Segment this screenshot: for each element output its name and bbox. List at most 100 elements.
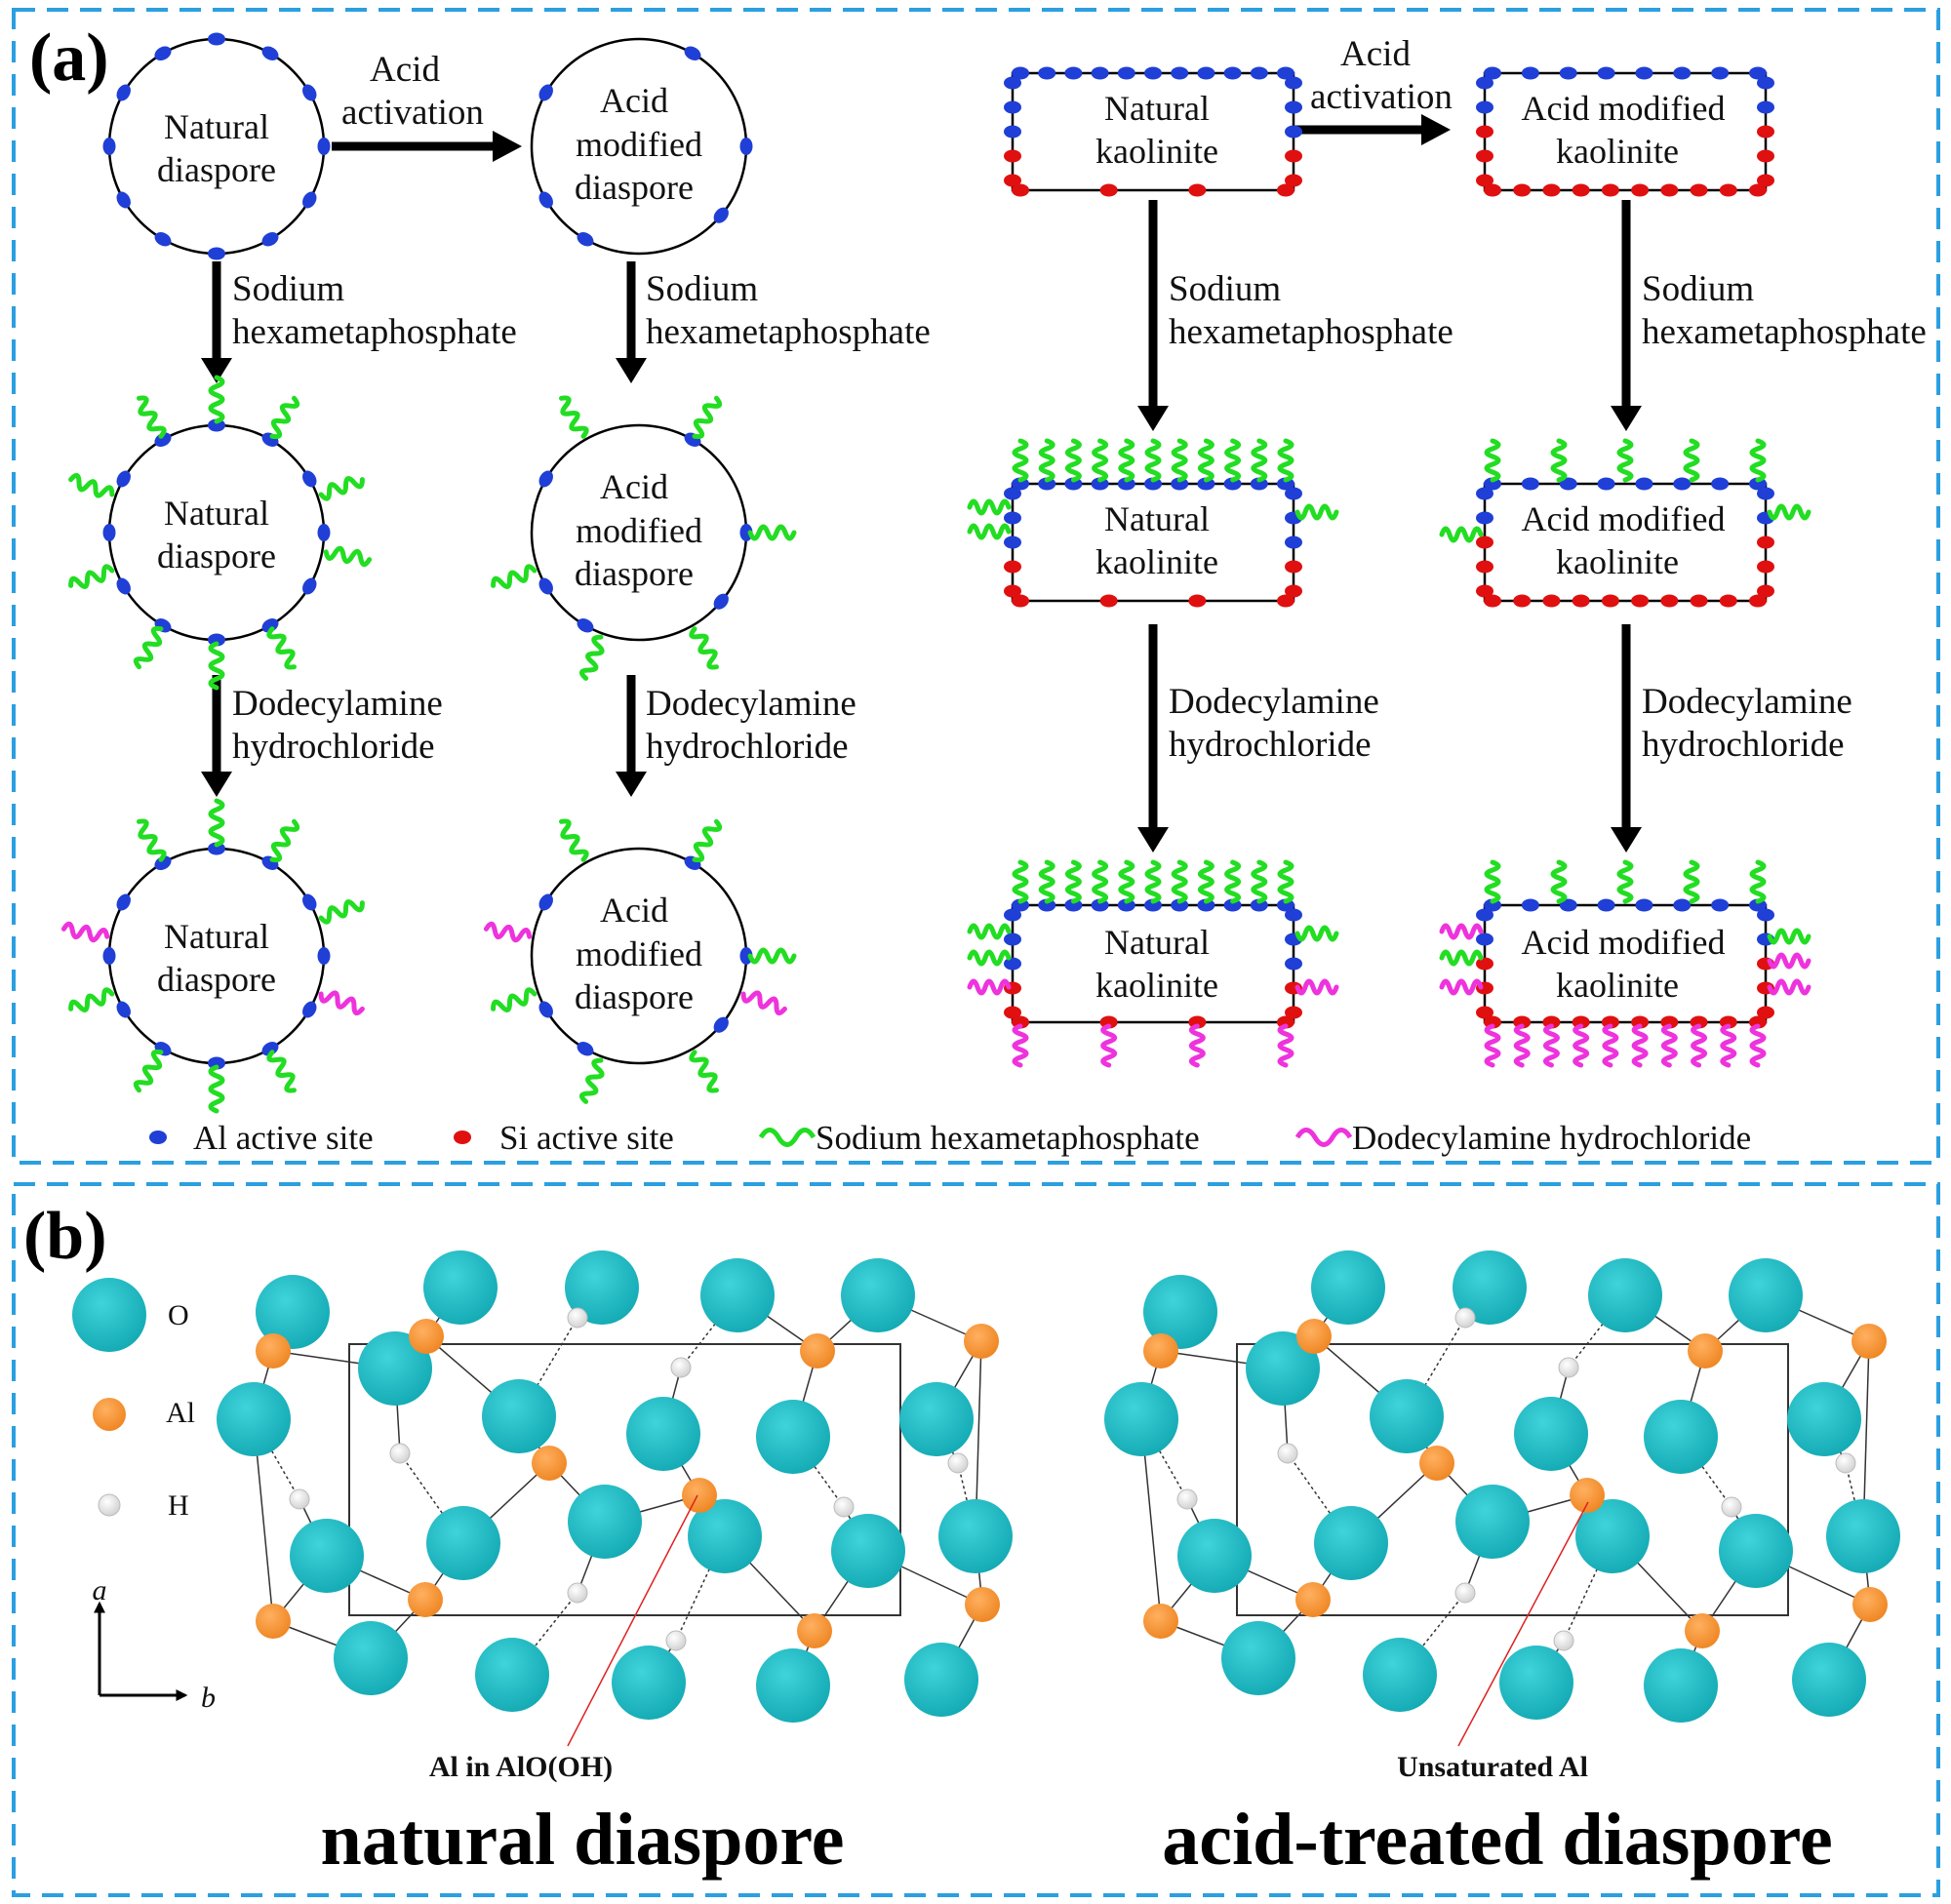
al-active-site [1285,487,1302,500]
al-active-site [1559,898,1577,912]
shmp-chain [68,472,115,498]
acid-activation-label-4: activation [1310,77,1453,117]
dodecylamine-chain [1439,923,1484,940]
dodecylamine-chain [1277,1023,1294,1068]
aluminum-atom [408,1582,443,1617]
acid-activation-arrow-kaolinite-head [1421,114,1451,145]
natural-diaspore-3 [60,798,365,1114]
oxygen-atom [1644,1648,1718,1723]
si-active-site [1004,560,1021,574]
dodecyl-label-4a: Dodecylamine [1642,682,1852,722]
shmp-chain [1616,859,1634,904]
svg-text:Natural: Natural [1104,923,1210,962]
title-acid-treated-diaspore: acid-treated diaspore [1162,1799,1832,1881]
oxygen-atom [1787,1382,1861,1456]
shmp-chain [967,498,1012,516]
svg-text:diaspore: diaspore [157,536,276,575]
al-active-site [116,84,131,101]
annot-right: Unsaturated Al [1397,1751,1588,1783]
shmp-chain [1616,438,1634,483]
shmp-chain [1550,859,1568,904]
svg-text:kaolinite: kaolinite [1556,542,1679,581]
al-active-site [1521,477,1539,491]
oxygen-atom [1177,1519,1252,1593]
svg-text:Acid: Acid [600,81,668,120]
acid-activation-label-1: Acid [370,50,440,90]
dodecylamine-chain [1631,1023,1649,1068]
dodecylamine-chain [740,990,787,1016]
si-active-site [1484,183,1501,197]
natural-diaspore-1 [102,32,331,260]
dodecylamine-chain [1100,1023,1118,1068]
shmp-chain [1064,859,1082,904]
al-active-site [302,191,317,209]
dodecylamine-chain [1767,978,1812,996]
al-active-site [1004,908,1021,922]
si-active-site [1757,149,1774,163]
al-active-site [1757,76,1774,90]
legend-al-label: Al active site [193,1119,374,1157]
natural-kaolinite-1 [1004,66,1302,197]
natural-kaolinite-text-1: Natural kaolinite [1095,89,1218,171]
oxygen-atom [756,1648,830,1723]
sodium-label-3a: Sodium [1169,269,1281,309]
panel-b-frame [12,1182,1940,1897]
al-active-site [1559,477,1577,491]
svg-text:kaolinite: kaolinite [1095,542,1218,581]
al-active-site [538,470,553,488]
dodecyl-label-2b: hydrochloride [646,727,849,767]
dodecylamine-chain [1660,1023,1678,1068]
axis-b-label: b [201,1682,216,1714]
shmp-chain [559,818,589,862]
si-active-site [1004,174,1021,187]
shmp-chain [578,634,605,681]
si-active-site [1476,957,1493,971]
aluminum-atom [256,1604,291,1639]
si-active-site [1476,149,1493,163]
shmp-chain [1012,859,1029,904]
annot-right-pointer [1457,1501,1589,1747]
al-active-site [1597,66,1615,80]
hydrogen-atom [1835,1452,1856,1474]
si-active-site [1099,594,1118,608]
aluminum-atom [532,1446,567,1481]
legend-dah-marker [1294,1128,1353,1147]
al-active-site [1223,66,1242,80]
oxygen-atom [1453,1250,1527,1325]
shmp-chain [689,626,719,670]
al-active-site [116,577,131,595]
si-active-site [1660,183,1679,197]
acid-kaolinite-1 [1476,66,1774,197]
oxygen-atom [1499,1646,1573,1720]
process-diagram [60,32,1812,1114]
al-active-site [317,138,331,155]
shmp-chain [208,375,225,424]
al-active-site [713,593,729,610]
shmp-chain [1224,859,1242,904]
acid-activation-label-3: Acid [1340,34,1411,74]
oxygen-atom [1314,1506,1388,1580]
natural-kaolinite-2 [967,438,1339,608]
si-active-site [1631,183,1650,197]
al-active-site [317,524,331,541]
dodecyl-label-2a: Dodecylamine [646,684,856,724]
particle-outline [107,847,326,1065]
si-active-site [1285,1006,1302,1019]
al-active-site [1064,66,1083,80]
arrow-diaspore-1-head [201,358,232,383]
si-active-site [1004,1006,1021,1019]
shmp-chain [747,947,797,965]
al-active-site [1476,511,1493,525]
annot-left-pointer [567,1494,698,1747]
hydrogen-atom [665,1630,687,1651]
al-active-site [1144,66,1162,80]
sodium-label-4b: hexametaphosphate [1642,312,1927,352]
al-active-site [261,232,279,247]
oxygen-atom [688,1499,762,1573]
al-active-site [102,524,116,541]
shmp-chain [559,395,589,439]
al-active-site [1004,536,1021,549]
atom-legend: O Al H [72,1278,195,1522]
shmp-chain [1251,859,1268,904]
al-active-site [1171,66,1189,80]
